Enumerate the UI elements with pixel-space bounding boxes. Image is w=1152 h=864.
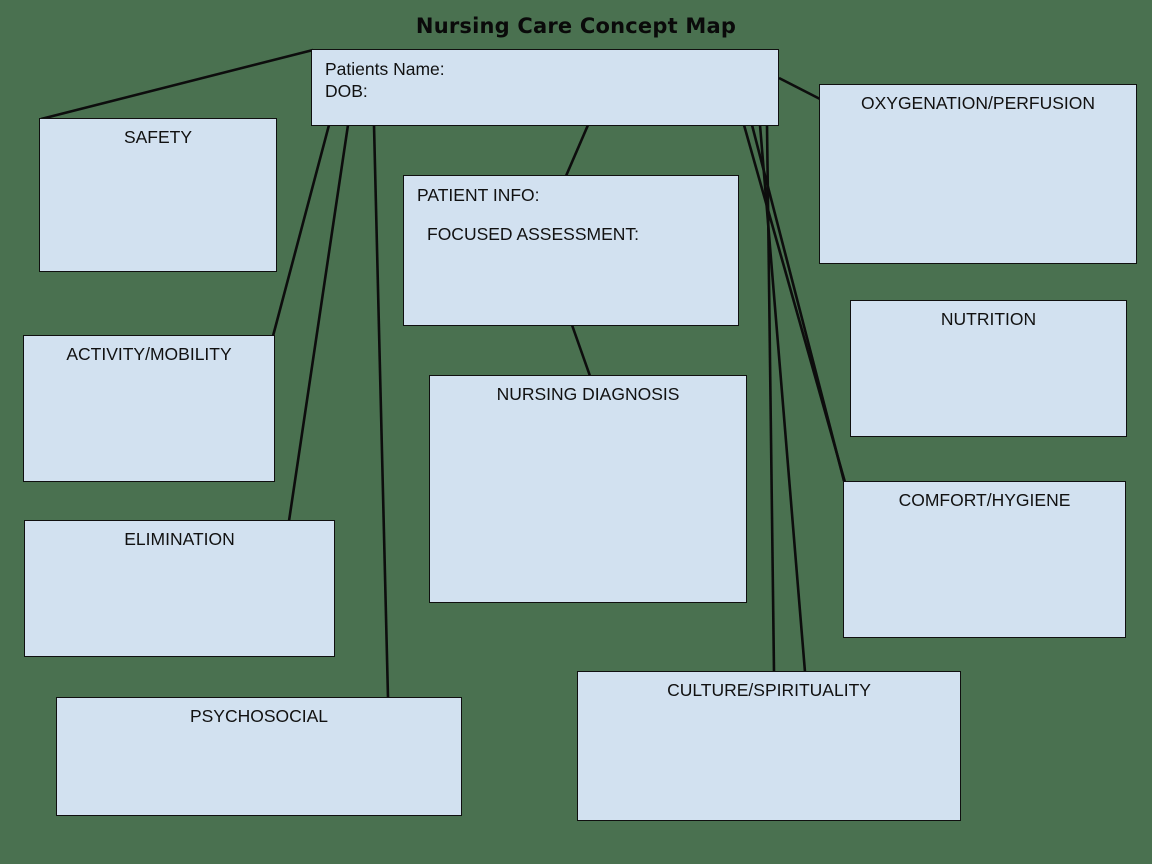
psychosocial-label: PSYCHOSOCIAL	[189, 706, 329, 726]
connector-header-to-activity	[271, 124, 331, 337]
nutrition-label: NUTRITION	[940, 309, 1037, 329]
node-nutrition[interactable]: NUTRITION	[850, 300, 1127, 437]
node-nursing-diagnosis[interactable]: NURSING DIAGNOSIS	[429, 375, 747, 603]
node-psychosocial[interactable]: PSYCHOSOCIAL	[56, 697, 462, 816]
safety-label: SAFETY	[123, 127, 193, 147]
node-oxygenation-perfusion[interactable]: OXYGENATION/PERFUSION	[819, 84, 1137, 264]
page-title: Nursing Care Concept Map	[415, 14, 737, 38]
nursing-diagnosis-label: NURSING DIAGNOSIS	[496, 384, 680, 404]
culture-spirituality-label: CULTURE/SPIRITUALITY	[667, 680, 871, 700]
connector-header-to-elimination	[287, 124, 350, 522]
node-culture-spirituality[interactable]: CULTURE/SPIRITUALITY	[577, 671, 961, 821]
connector-header-to-safety	[40, 48, 314, 121]
node-patient-info[interactable]: PATIENT INFO: FOCUSED ASSESSMENT:	[403, 175, 739, 326]
comfort-hygiene-label: COMFORT/HYGIENE	[898, 490, 1071, 510]
focused-assessment-label: FOCUSED ASSESSMENT:	[427, 223, 639, 244]
node-patient-header[interactable]: Patients Name: DOB:	[311, 49, 779, 126]
node-elimination[interactable]: ELIMINATION	[24, 520, 335, 657]
connector-patientinfo-to-diagnosis	[570, 324, 592, 377]
node-comfort-hygiene[interactable]: COMFORT/HYGIENE	[843, 481, 1126, 638]
connector-header-to-oxygenation	[778, 76, 821, 101]
patient-name-label: Patients Name:	[325, 59, 445, 79]
patient-info-spacer	[417, 207, 738, 224]
connector-header-to-psychosocial	[372, 124, 390, 699]
patient-info-label: PATIENT INFO:	[417, 185, 540, 205]
connector-header-to-culture-b	[765, 124, 776, 673]
elimination-label: ELIMINATION	[124, 529, 235, 549]
activity-mobility-label: ACTIVITY/MOBILITY	[66, 344, 232, 364]
node-activity-mobility[interactable]: ACTIVITY/MOBILITY	[23, 335, 275, 482]
oxygenation-perfusion-label: OXYGENATION/PERFUSION	[860, 93, 1095, 113]
node-safety[interactable]: SAFETY	[39, 118, 277, 272]
connector-header-to-patientinfo	[564, 124, 590, 177]
patient-dob-label: DOB:	[325, 80, 368, 101]
